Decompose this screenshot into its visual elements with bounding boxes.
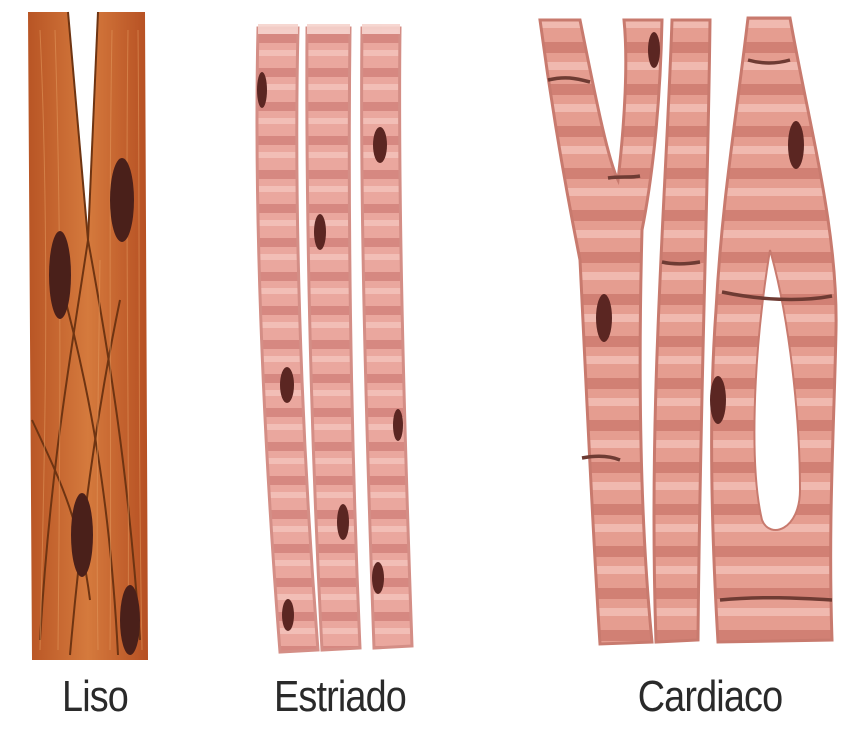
cardiac-fiber	[654, 20, 710, 642]
nucleus	[648, 32, 660, 68]
nucleus	[788, 121, 804, 169]
nucleus	[71, 493, 93, 577]
nucleus	[337, 504, 349, 540]
label-cardiaco: Cardiaco	[607, 672, 813, 722]
nucleus	[282, 599, 294, 631]
label-liso: Liso	[39, 672, 151, 722]
skeletal-fiber	[362, 28, 412, 648]
cardiac-muscle-illustration	[540, 18, 836, 644]
label-estriado: Estriado	[254, 672, 426, 722]
skeletal-fiber	[307, 28, 360, 650]
nucleus	[393, 409, 403, 441]
nucleus	[373, 127, 387, 163]
nucleus	[280, 367, 294, 403]
nucleus	[120, 585, 140, 655]
nucleus	[596, 294, 612, 342]
smooth-muscle-illustration	[28, 12, 148, 660]
nucleus	[372, 562, 384, 594]
nucleus	[257, 72, 267, 108]
skeletal-fiber-ends	[258, 24, 400, 34]
nucleus	[710, 376, 726, 424]
nucleus	[110, 158, 134, 242]
skeletal-muscle-illustration	[257, 24, 412, 652]
nucleus	[314, 214, 326, 250]
nucleus	[49, 231, 71, 319]
